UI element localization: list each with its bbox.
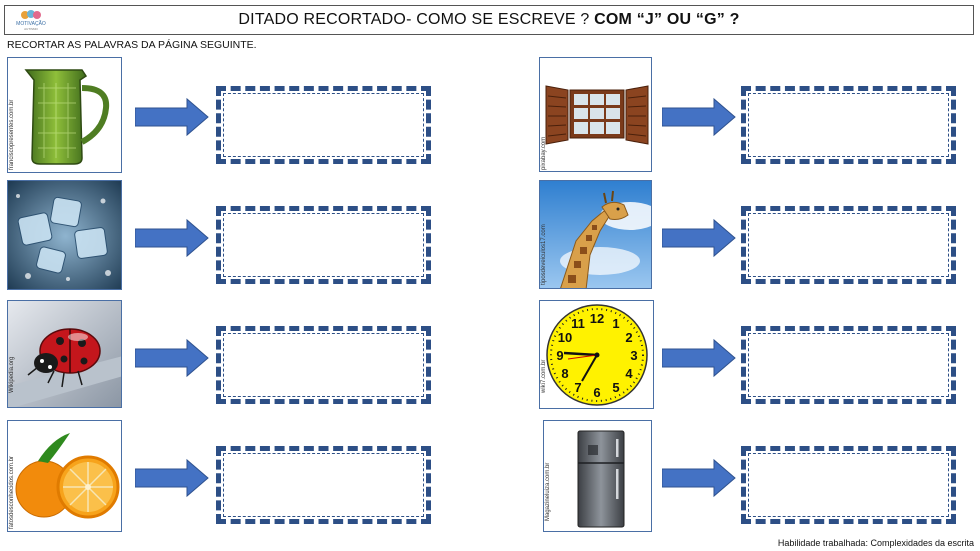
svg-text:2: 2 <box>625 330 632 345</box>
svg-text:5: 5 <box>612 380 619 395</box>
svg-text:11: 11 <box>571 316 585 331</box>
svg-text:AUTISMO: AUTISMO <box>24 27 38 31</box>
svg-text:10: 10 <box>558 330 572 345</box>
svg-text:MOTIVAÇÃO: MOTIVAÇÃO <box>16 20 46 27</box>
picture-ladybug: Wikipedia.org <box>7 300 122 408</box>
svg-text:8: 8 <box>561 366 568 381</box>
answer-box-ladybug[interactable] <box>216 326 431 404</box>
svg-text:7: 7 <box>574 380 581 395</box>
answer-box-orange[interactable] <box>216 446 431 524</box>
answer-box-fridge[interactable] <box>741 446 956 524</box>
credit-clock: wiki7.com.br <box>541 359 547 393</box>
title-bar: MOTIVAÇÃO AUTISMO DITADO RECORTADO- COMO… <box>4 5 974 35</box>
picture-clock: 12 1 2 3 4 5 6 7 8 9 10 11 wiki7.com.br <box>539 300 654 409</box>
arrow-right-icon <box>135 458 209 498</box>
credit-jar: franciscopresentes.com.br <box>9 99 15 170</box>
svg-text:9: 9 <box>556 348 563 363</box>
picture-fridge: Magazineluiza.com.br <box>543 420 652 532</box>
arrow-right-icon <box>662 218 736 258</box>
svg-text:4: 4 <box>625 366 633 381</box>
arrow-right-icon <box>662 97 736 137</box>
svg-text:12: 12 <box>590 311 604 326</box>
arrow-right-icon <box>662 458 736 498</box>
arrow-right-icon <box>135 97 209 137</box>
arrow-right-icon <box>135 338 209 378</box>
svg-text:6: 6 <box>593 385 600 400</box>
answer-box-giraffe[interactable] <box>741 206 956 284</box>
credit-giraffe: tiposdeveiculos17.com <box>541 224 547 285</box>
answer-box-ice[interactable] <box>216 206 431 284</box>
arrow-right-icon <box>662 338 736 378</box>
answer-box-jar[interactable] <box>216 86 431 164</box>
svg-text:1: 1 <box>612 316 619 331</box>
credit-orange: fatosdesconhecidos.com.br <box>9 455 15 529</box>
credit-window: pixabay.com <box>541 136 547 170</box>
instruction-text: RECORTAR AS PALAVRAS DA PÁGINA SEGUINTE. <box>7 39 257 51</box>
footer-skill: Habilidade trabalhada: Complexidades da … <box>777 538 974 548</box>
credit-fridge: Magazineluiza.com.br <box>545 462 551 521</box>
picture-window: pixabay.com <box>539 57 652 172</box>
picture-ice <box>7 180 122 290</box>
page-title: DITADO RECORTADO- COMO SE ESCREVE ? COM … <box>238 11 740 28</box>
credit-ladybug: Wikipedia.org <box>9 356 15 393</box>
answer-box-clock[interactable] <box>741 326 956 404</box>
svg-text:3: 3 <box>630 348 637 363</box>
arrow-right-icon <box>135 218 209 258</box>
answer-box-window[interactable] <box>741 86 956 164</box>
picture-orange: fatosdesconhecidos.com.br <box>7 420 122 532</box>
picture-jar: franciscopresentes.com.br <box>7 57 122 173</box>
picture-giraffe: tiposdeveiculos17.com <box>539 180 652 289</box>
motivacao-logo: MOTIVAÇÃO AUTISMO <box>16 10 46 31</box>
